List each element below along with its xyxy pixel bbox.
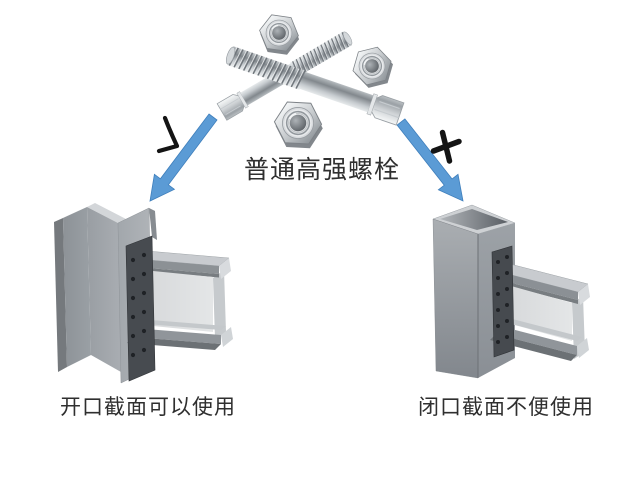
column-right-flange-edge (149, 208, 157, 240)
column-web-top (87, 203, 126, 223)
box-column-opening (440, 209, 508, 230)
end-plate (125, 235, 156, 382)
column-left-flange-top (54, 207, 87, 222)
left-caption: 开口截面可以使用 (60, 395, 236, 419)
column-left-flange-edge (54, 218, 67, 372)
column-web-face (87, 207, 121, 372)
open-section-assembly (54, 203, 233, 384)
end-plate (491, 245, 515, 358)
end-plate-bolts (496, 255, 509, 344)
box-column-left-face (432, 218, 479, 379)
bolts-label: 普通高强螺栓 (243, 157, 401, 184)
closed-section-assembly (432, 204, 590, 379)
right-arrow (396, 118, 464, 202)
column-left-flange-face (63, 207, 91, 367)
cross-mark-icon (430, 129, 462, 164)
end-plate-bolts (130, 252, 147, 358)
bolts-illustration (216, 12, 405, 150)
i-beam (490, 263, 590, 361)
right-caption: 闭口截面不便使用 (418, 395, 594, 419)
check-mark-icon (156, 115, 180, 154)
left-arrow (149, 113, 218, 202)
